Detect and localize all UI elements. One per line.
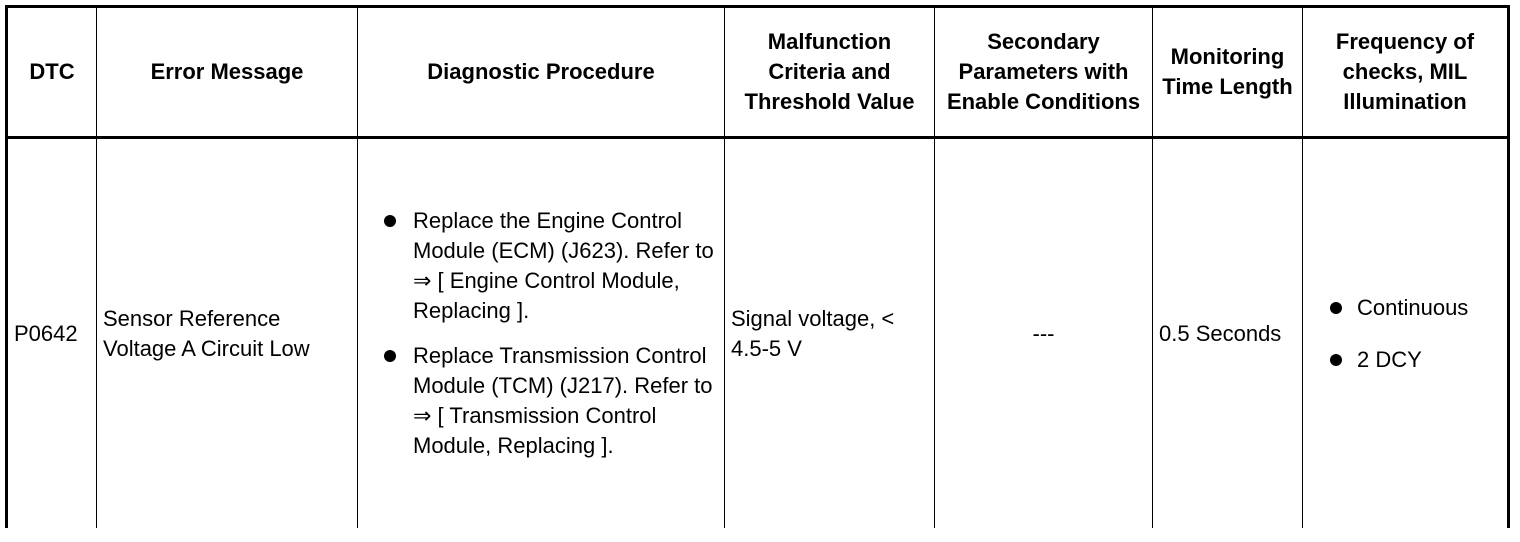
bullet-dot-icon [384,350,396,362]
list-item: Continuous [1309,293,1501,323]
bullet-dot-icon [1330,353,1342,366]
procedure-list: Replace the Engine Control Module (ECM) … [364,206,720,461]
list-item: Replace Transmission Control Module (TCM… [364,341,720,461]
procedure-step-text: Replace Transmission Control Module (TCM… [413,343,713,458]
header-row: DTC Error Message Diagnostic Procedure M… [6,6,1509,139]
frequency-text: 2 DCY [1357,346,1422,372]
frequency-list: Continuous 2 DCY [1309,293,1501,375]
list-item: Replace the Engine Control Module (ECM) … [364,206,720,326]
cell-secondary-parameters: --- [934,137,1153,528]
header-diagnostic-procedure: Diagnostic Procedure [357,6,725,139]
procedure-step-text: Replace the Engine Control Module (ECM) … [413,208,714,323]
cell-dtc: P0642 [6,137,97,528]
bullet-dot-icon [1330,301,1342,314]
cell-frequency: Continuous 2 DCY [1302,137,1509,528]
cell-diagnostic-procedure: Replace the Engine Control Module (ECM) … [357,137,725,528]
header-monitoring-time: Monitoring Time Length [1152,6,1303,139]
header-frequency: Frequency of checks, MIL Illumination [1302,6,1509,139]
list-item: 2 DCY [1309,345,1501,375]
header-error-message: Error Message [96,6,358,139]
cell-malfunction-criteria: Signal voltage, < 4.5-5 V [724,137,935,528]
header-dtc: DTC [6,6,97,139]
bullet-dot-icon [384,215,396,227]
dtc-table: DTC Error Message Diagnostic Procedure M… [5,5,1510,528]
cell-error-message: Sensor Reference Voltage A Circuit Low [96,137,358,528]
frequency-text: Continuous [1357,294,1469,320]
header-secondary-parameters: Secondary Parameters with Enable Conditi… [934,6,1153,139]
header-malfunction-criteria: Malfunction Criteria and Threshold Value [724,6,935,139]
cell-monitoring-time: 0.5 Seconds [1152,137,1303,528]
table-row: P0642 Sensor Reference Voltage A Circuit… [6,137,1509,528]
